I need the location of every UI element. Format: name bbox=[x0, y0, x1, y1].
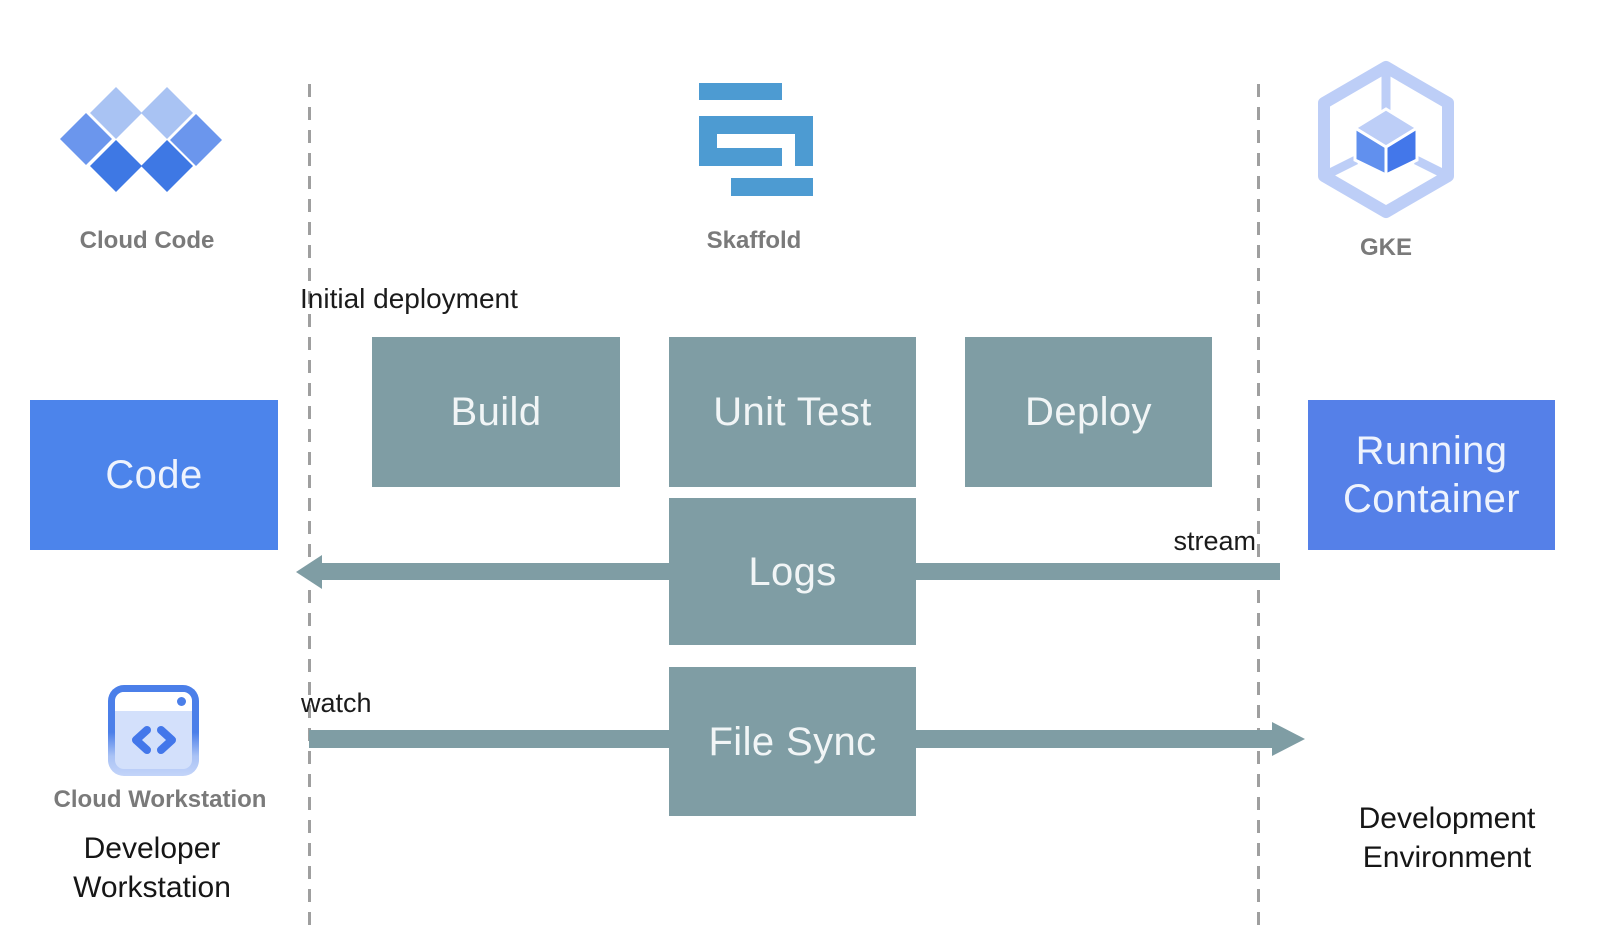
watch-label: watch bbox=[301, 688, 372, 718]
initial-deployment-label: Initial deployment bbox=[300, 283, 518, 314]
skaffold-label: Skaffold bbox=[706, 227, 802, 254]
code-node: Code bbox=[30, 400, 278, 550]
developer-workstation-caption: Developer Workstation bbox=[73, 829, 231, 907]
cloud-workstation-icon-body bbox=[115, 711, 192, 769]
cloud-workstation-icon bbox=[108, 685, 199, 776]
logs-node: Logs bbox=[669, 498, 916, 645]
developer-workstation-line1: Developer bbox=[83, 832, 221, 865]
deploy-node: Deploy bbox=[965, 337, 1212, 487]
unit-test-node: Unit Test bbox=[669, 337, 916, 487]
gke-label: GKE bbox=[1359, 234, 1413, 261]
development-environment-caption: Development Environment bbox=[1359, 799, 1536, 877]
cloud-workstation-icon-dot bbox=[177, 697, 186, 706]
skaffold-icon bbox=[699, 83, 813, 196]
right-lane-divider bbox=[1257, 84, 1260, 934]
file-sync-node: File Sync bbox=[669, 667, 916, 816]
file-sync-watch-arrowhead-icon bbox=[1272, 722, 1305, 756]
development-environment-line1: Development bbox=[1358, 802, 1536, 835]
left-lane-divider bbox=[308, 84, 311, 934]
cloud-workstation-icon-window bbox=[115, 692, 192, 769]
cloud-workstation-icon-titlebar bbox=[115, 692, 192, 711]
stream-label: stream bbox=[1173, 526, 1256, 556]
build-node: Build bbox=[372, 337, 620, 487]
logs-stream-arrowhead-icon bbox=[296, 555, 322, 589]
developer-workstation-line2: Workstation bbox=[73, 871, 231, 904]
running-container-node: Running Container bbox=[1308, 400, 1555, 550]
cloud-workstation-label: Cloud Workstation bbox=[53, 786, 267, 813]
cloud-code-icon bbox=[60, 87, 222, 192]
cloud-code-label: Cloud Code bbox=[79, 227, 215, 254]
code-brackets-icon bbox=[131, 726, 176, 754]
gke-icon bbox=[1318, 61, 1454, 218]
development-environment-line2: Environment bbox=[1362, 841, 1532, 874]
